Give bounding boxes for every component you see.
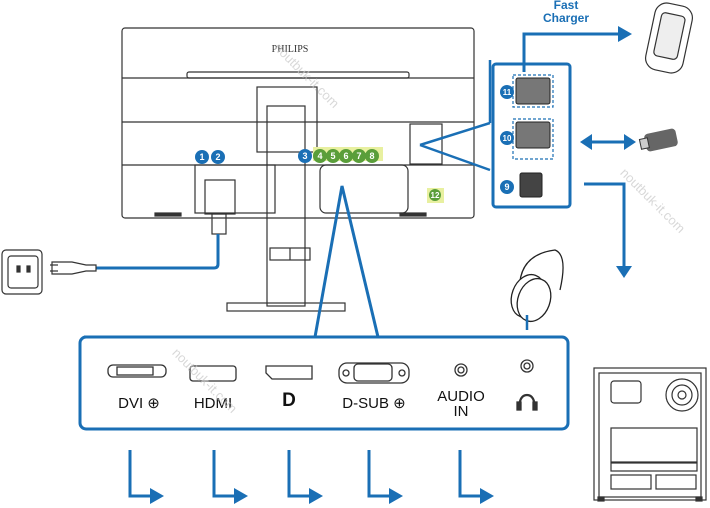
arrow-head: [618, 26, 632, 42]
callout-9: 9: [504, 182, 509, 192]
hdmi-label: HDMI: [193, 395, 233, 412]
fast-charger-label: Fast Charger: [542, 0, 589, 25]
callout-4: 4: [317, 151, 322, 161]
fast-charger-arrow: [522, 32, 618, 72]
arrow-head: [309, 488, 323, 504]
ports-panel: [78, 335, 570, 431]
dsub-label: D-SUB ⊕: [342, 395, 406, 412]
dvi-port-icon: [107, 364, 167, 378]
arrow-head: [389, 488, 403, 504]
callout-3: 3: [302, 151, 307, 161]
arrow-head: [150, 488, 164, 504]
smartphone-icon: [644, 2, 694, 74]
arrow-head: [480, 488, 494, 504]
arrow-head-left: [580, 134, 592, 150]
callouts: [195, 85, 514, 201]
callout-11: 11: [503, 88, 512, 97]
callout-12: 12: [431, 191, 440, 200]
arrow-head-right: [624, 134, 636, 150]
power-outlet-icon: [1, 249, 97, 295]
connector-line-usb: [419, 60, 492, 172]
callout-8: 8: [369, 151, 374, 161]
usb-panel: [491, 62, 572, 209]
callout-2: 2: [215, 152, 220, 162]
displayport-label: D: [282, 390, 296, 411]
brand-label: PHILIPS: [272, 44, 309, 55]
callout-7: 7: [356, 151, 361, 161]
callout-6: 6: [343, 151, 348, 161]
audio-in-label: AUDIO IN: [437, 388, 485, 420]
port-icons: [107, 359, 538, 411]
dsub-port-icon: [338, 362, 410, 384]
usb-flash-drive-icon: [638, 128, 678, 152]
monitor-stand: [226, 105, 346, 312]
dvi-label: DVI ⊕: [118, 395, 160, 412]
audio-in-jack-icon: [454, 363, 468, 377]
arrow-head-down: [616, 266, 632, 278]
usb-ports: [515, 77, 551, 198]
callout-1: 1: [199, 152, 204, 162]
callout-10: 10: [503, 134, 512, 143]
power-cable-plug: [204, 179, 236, 235]
connector-line-ports: [84, 185, 460, 339]
callout-5: 5: [330, 151, 335, 161]
displayport-icon: [265, 365, 313, 380]
headphone-jack-icon: [520, 359, 534, 373]
power-cable: [96, 234, 220, 270]
headphones-icon: [510, 249, 564, 330]
monitor-back: [121, 27, 475, 219]
arrow-head: [234, 488, 248, 504]
bottom-arrows: [128, 450, 482, 498]
pc-tower-icon: [593, 367, 707, 502]
hdmi-port-icon: [189, 365, 237, 382]
